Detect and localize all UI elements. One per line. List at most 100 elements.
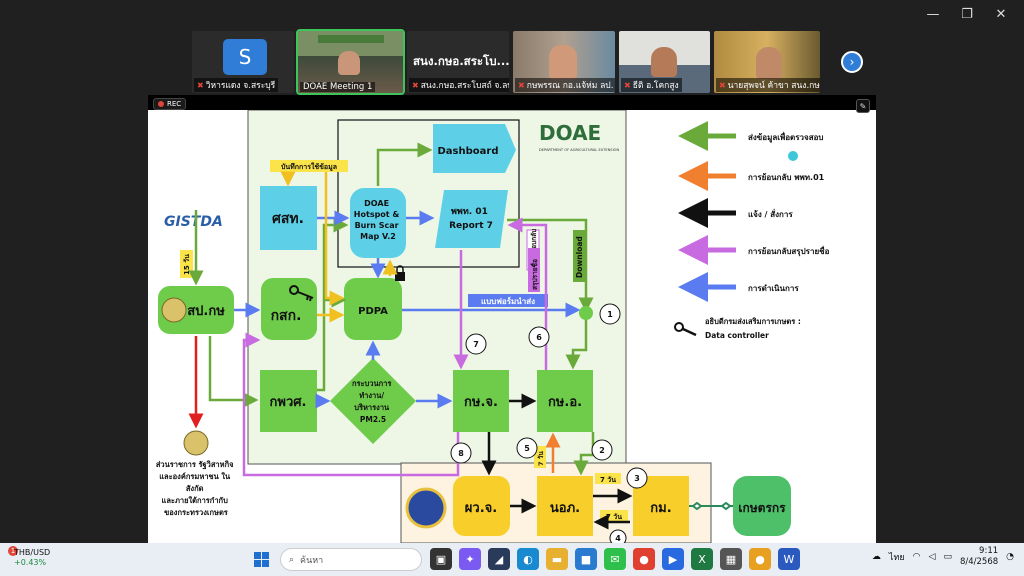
store-icon[interactable]: ■: [575, 548, 597, 570]
search-icon: ⌕: [289, 554, 295, 565]
search-placeholder: ค้นหา: [300, 555, 324, 566]
svg-text:6: 6: [536, 333, 542, 342]
shared-screen: REC ✎ DOAE DEPARTMENT OF AGRICULTURAL EX…: [148, 95, 876, 543]
participant-tile[interactable]: ✖ธีติ อ.โคกสูง: [619, 31, 710, 93]
participant-tile-active[interactable]: DOAE Meeting 1: [296, 29, 405, 95]
line-icon[interactable]: ✉: [604, 548, 626, 570]
node-sornsort-label: ศสท.: [272, 211, 304, 227]
next-participants-button[interactable]: ›: [841, 51, 863, 73]
farmer-link: [689, 501, 733, 511]
person-figure: [651, 47, 677, 77]
sorporkor-seal-icon: [161, 297, 187, 323]
legend-label: การดำเนินการ: [748, 284, 799, 293]
svg-text:5: 5: [524, 444, 530, 453]
label-download: Download: [575, 236, 584, 278]
search-box[interactable]: ⌕ ค้นหา: [280, 548, 422, 571]
recording-indicator: REC: [153, 98, 187, 110]
chevron-right-icon: ›: [849, 55, 855, 69]
svg-text:8: 8: [458, 449, 464, 458]
gistda-logo: GISTDA: [164, 214, 223, 230]
label-7days-3-bg: [600, 510, 628, 521]
node-norkor-label: นอภ.: [550, 501, 580, 516]
system-tray: ☁ ไทย ◠ ◁ ▭ 9:11 8/4/2568 ◔: [872, 546, 1014, 568]
banner: [318, 35, 384, 43]
wifi-icon[interactable]: ◠: [912, 552, 921, 562]
zoom-icon[interactable]: ▶: [662, 548, 684, 570]
svg-text:1: 1: [607, 310, 613, 319]
node-porworjor-label: ผว.จ.: [465, 501, 497, 516]
weather-icon[interactable]: ☁: [871, 552, 881, 562]
node-porworjor: [453, 476, 510, 536]
windows-start-icon[interactable]: [254, 552, 269, 567]
node-process: [330, 358, 416, 444]
label-7-days-1: 7 วัน: [537, 451, 545, 466]
edge-icon[interactable]: ◐: [517, 548, 539, 570]
controller-label: อธิบดีกรมส่งเสริมการเกษตร :: [705, 317, 801, 326]
participant-tile[interactable]: S ✖วิหารแดง จ.สระบุรี: [192, 31, 294, 93]
node-report-label: พพท. 01 Report 7: [449, 207, 493, 231]
word-icon[interactable]: W: [778, 548, 800, 570]
copilot-icon[interactable]: ✦: [459, 548, 481, 570]
notification-icon[interactable]: ◔: [1006, 552, 1014, 562]
window-controls: — ❐ ✕: [916, 4, 1018, 24]
participant-name: สนง.กษอ.สระโบสถ์ จ.ลพบุรี: [420, 81, 509, 91]
node-korsoror: [537, 370, 593, 432]
node-doae-hotspot: [350, 188, 406, 258]
stock-change: +0.43%: [14, 558, 47, 567]
restore-button[interactable]: ❐: [961, 6, 973, 22]
node-dashboard: [433, 124, 516, 173]
battery-icon[interactable]: ▭: [943, 552, 952, 562]
language-indicator[interactable]: ไทย: [888, 553, 905, 563]
participant-name: DOAE Meeting 1: [303, 82, 373, 92]
label-form: แบบฟอร์มนำส่ง: [481, 296, 535, 306]
legend-label: ส่งข้อมูลเพื่อตรวจสอบ: [748, 131, 824, 143]
junction-node: [579, 306, 593, 320]
close-button[interactable]: ✕: [995, 6, 1007, 22]
label-summary-bg: [528, 248, 540, 292]
calculator-icon[interactable]: ▦: [720, 548, 742, 570]
app-icon[interactable]: ◢: [488, 548, 510, 570]
task-view-icon[interactable]: ▣: [430, 548, 452, 570]
doae-logo-sub: DEPARTMENT OF AGRICULTURAL EXTENSION: [539, 148, 619, 152]
mic-off-icon: ✖: [197, 80, 204, 90]
node-sornsort: [260, 186, 317, 250]
excel-icon[interactable]: X: [691, 548, 713, 570]
node-doae-hotspot-label: DOAE Hotspot & Burn Scar Map V.2: [354, 199, 402, 241]
label-record-use: บันทึกการใช้ข้อมูล: [281, 162, 337, 172]
clock[interactable]: 9:11 8/4/2568: [960, 546, 998, 568]
participant-tile[interactable]: สนง.กษอ.สระโบ... ✖สนง.กษอ.สระโบสถ์ จ.ลพบ…: [407, 31, 509, 93]
participant-big-name: สนง.กษอ.สระโบ...: [413, 54, 509, 68]
person-figure: [338, 51, 360, 75]
record-dot-icon: [158, 101, 164, 107]
participant-avatar: S: [223, 39, 267, 75]
participant-tile[interactable]: ✖กษพรรณ กอ.แจ้ห่ม ลป.: [513, 31, 615, 93]
yellow-arrows: [280, 171, 398, 323]
label-7-days-2: 7 วัน: [600, 476, 616, 484]
doae-logo: DOAE: [539, 121, 601, 145]
participant-tile[interactable]: ✖นายสุพจน์ ค้าขา สนง.กษ...: [714, 31, 820, 93]
participant-name: วิหารแดง จ.สระบุรี: [205, 81, 276, 91]
workflow-diagram: DOAE DEPARTMENT OF AGRICULTURAL EXTENSIO…: [156, 110, 830, 543]
minimize-button[interactable]: —: [926, 6, 940, 22]
black-arrows: [481, 393, 633, 530]
volume-icon[interactable]: ◁: [928, 552, 936, 562]
mic-off-icon: ✖: [518, 80, 525, 90]
person-figure: [549, 45, 577, 79]
node-korsorjor: [453, 370, 509, 432]
stock-widget[interactable]: THB/USD +0.43%: [14, 548, 50, 568]
agency-seal-icon: [183, 430, 209, 456]
legend-label: การย้อนกลับสรุปรายชื่อ: [748, 245, 830, 257]
node-korsort-label: กสก.: [271, 308, 302, 324]
person-figure: [756, 47, 782, 79]
chrome-icon[interactable]: ●: [633, 548, 655, 570]
taskbar: 1 THB/USD +0.43% ⌕ ค้นหา ▣ ✦ ◢ ◐ ▬ ■ ✉ ●…: [0, 543, 1024, 576]
node-korsorjor-label: กษ.จ.: [464, 395, 498, 410]
share-header: REC ✎: [148, 95, 876, 113]
mic-off-icon: ✖: [624, 80, 631, 90]
clock-time: 9:11: [979, 546, 999, 556]
mic-muted-icon[interactable]: ✎: [856, 99, 870, 113]
clock-date: 8/4/2568: [959, 557, 999, 567]
chrome-profile-icon[interactable]: ●: [749, 548, 771, 570]
legend: ส่งข้อมูลเพื่อตรวจสอบ การย้อนกลับ พพท.01…: [674, 121, 830, 340]
file-explorer-icon[interactable]: ▬: [546, 548, 568, 570]
